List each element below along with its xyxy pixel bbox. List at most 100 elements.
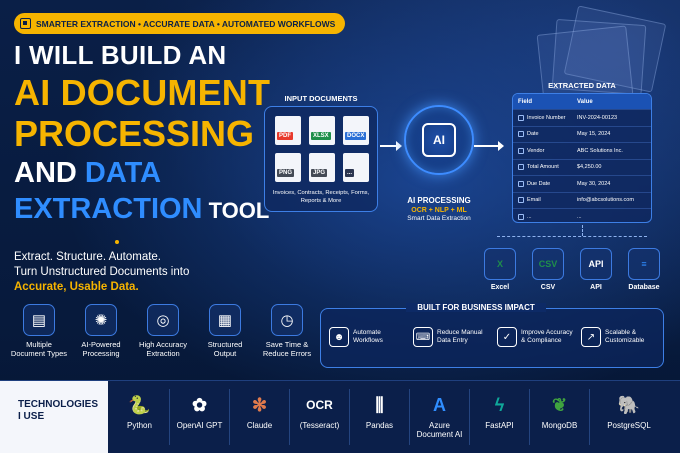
table-row: Invoice Number INV-2024-00123 [513,109,651,126]
ai-processing-desc: Smart Data Extraction [407,215,471,222]
field-cell: ... [513,213,573,220]
impact-item: ✓Improve Accuracy & Compliance [497,327,575,347]
api-icon: API [580,248,612,280]
technology-item: 🐘PostgreSQL [590,389,668,445]
table-row: Total Amount$4,250.00 [513,158,651,176]
technology-item: ❦MongoDB [530,389,590,445]
feature-label: Structured Output [207,340,243,358]
technology-label: Python [127,421,152,430]
brain-icon: ✺ [85,304,117,336]
value-cell: ABC Solutions Inc. [577,147,623,154]
field-name: Due Date [527,180,551,187]
subtext: Extract. Structure. Automate. Turn Unstr… [14,250,294,295]
feature-item: ◷Save Time & Reduce Errors [258,304,316,358]
field-icon [518,180,524,187]
shield-check-icon: ✓ [497,327,517,347]
field-cell: Email [513,197,573,204]
value-cell: ... [577,213,582,220]
column-header-value: Value [577,98,593,105]
field-name: Total Amount [527,164,559,171]
headline-line1: I WILL BUILD AN [14,40,227,70]
output-format-label: CSV [540,284,556,291]
field-cell: Total Amount [513,164,573,171]
extracted-data-table: Field Value Invoice Number INV-2024-00123… [512,93,652,223]
arrow-right-icon [380,141,402,151]
subtext-line1: Extract. Structure. Automate. [14,251,162,263]
headline: I WILL BUILD AN AI DOCUMENT PROCESSING A… [14,42,284,229]
output-format-item: ≡ Database [626,248,662,291]
field-icon [518,131,524,138]
column-header-field: Field [518,98,533,105]
headline-line2: AI DOCUMENT [14,72,271,113]
headline-tool: TOOL [202,198,270,223]
ai-processing-circle: AI [404,105,474,175]
technology-label: OpenAI GPT [176,421,223,430]
top-banner: SMARTER EXTRACTION • ACCURATE DATA • AUT… [14,13,346,34]
field-cell: Due Date [513,180,573,187]
field-icon [518,197,524,204]
cpu-icon [20,18,31,29]
pandas-icon: ⫼ [375,394,384,415]
technology-label: FastAPI [485,421,514,430]
field-cell: Date [513,131,573,138]
field-cell: Invoice Number [513,114,573,121]
table-header: Field Value [513,94,651,109]
output-format-label: Database [628,284,660,291]
feature-list: ▤Multiple Document Types✺AI-Powered Proc… [10,304,316,358]
business-impact-title: BUILT FOR BUSINESS IMPACT [406,303,546,312]
ai-processing-tech: OCR + NLP + ML [411,207,467,214]
file-moremoremore-icon: ... [343,153,369,182]
database-icon: ≡ [628,248,660,280]
technology-label: (Tesseract) [299,421,340,430]
value-cell: May 30, 2024 [577,180,611,187]
csv-icon: CSV [532,248,564,280]
file-type-label: PDF [277,132,293,140]
value-cell: INV-2024-00123 [577,114,618,121]
technology-label: Azure Document AI [416,421,463,439]
input-documents-title: INPUT DOCUMENTS [284,94,358,103]
keyboard-icon: ⌨ [413,327,433,347]
target-icon: ◎ [147,304,179,336]
file-pdf-icon: PDF [275,116,301,145]
headline-data: DATA [84,157,162,189]
claude-icon: ✻ [251,394,268,415]
table-row: ...... [513,208,651,222]
technologies-label-line2: I USE [18,411,45,422]
file-type-label: JPG [311,169,328,177]
subtext-line3: Accurate, Usable Data. [14,281,139,293]
business-impact-panel: ☻Automate Workflows⌨Reduce Manual Data E… [320,308,664,368]
field-icon [518,114,524,121]
file-xlsx-icon: XLSX [309,116,335,145]
feature-item: ◎High Accuracy Extraction [134,304,192,358]
field-cell: Vendor [513,147,573,154]
field-name: Date [527,131,539,138]
technologies-bar: TECHNOLOGIES I USE 🐍Python✿OpenAI GPT✻Cl… [0,380,680,453]
technologies-label-line1: TECHNOLOGIES [18,399,99,410]
connector-line [582,225,583,236]
python-icon: 🐍 [128,394,151,415]
file-png-icon: PNG [275,153,301,182]
feature-item: ✺AI-Powered Processing [72,304,130,358]
clock-icon: ◷ [271,304,303,336]
headline-and: AND [14,157,85,189]
feature-label: Multiple Document Types [10,340,68,358]
table-row: Due Date May 30, 2024 [513,175,651,192]
headline-line3: PROCESSING [14,113,255,154]
field-icon [518,164,524,171]
banner-text: SMARTER EXTRACTION • ACCURATE DATA • AUT… [36,18,336,29]
technology-label: MongoDB [541,421,578,430]
excel-icon: X [484,248,516,280]
technology-label: Pandas [365,421,394,430]
grid-icon: ▦ [209,304,241,336]
subtext-line2: Turn Unstructured Documents into [14,266,190,278]
impact-label: Reduce Manual Data Entry [437,329,483,344]
technology-item: 🐍 Python [110,389,170,445]
ai-processing-caption: AI PROCESSING OCR + NLP + ML Smart Data … [395,196,483,222]
